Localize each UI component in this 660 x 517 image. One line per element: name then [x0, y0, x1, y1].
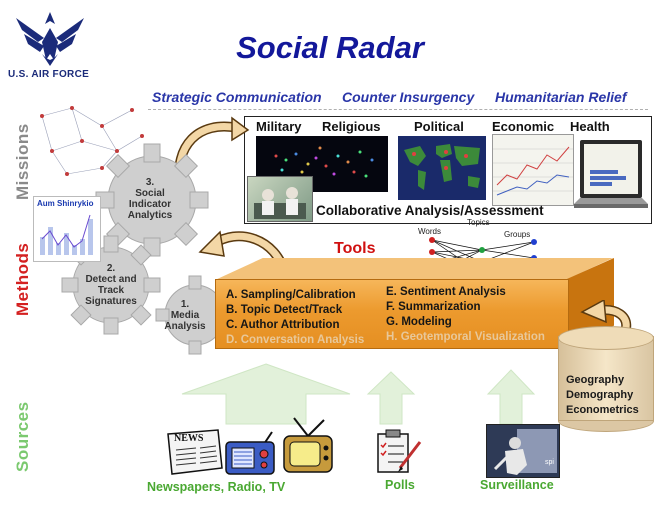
air-force-logo: [14, 8, 86, 68]
method-c: C. Author Attribution: [226, 319, 340, 331]
data-store-top: [558, 326, 654, 350]
tools-heading: Tools: [334, 240, 376, 257]
mission-strategic-communication: Strategic Communication: [152, 89, 322, 105]
tv-icon: [280, 416, 336, 476]
surveillance-photo: spi: [486, 424, 560, 478]
page-title: Social Radar: [236, 30, 424, 65]
newspaper-icon-text: NEWS: [174, 433, 204, 444]
mission-counter-insurgency: Counter Insurgency: [342, 89, 475, 105]
data-store: [558, 336, 654, 421]
poll-clipboard-icon: [374, 428, 424, 476]
up-arrow-surveillance-icon: [486, 368, 536, 426]
surveillance-photo-text: spi: [545, 459, 554, 466]
inset-chart: Aum Shinrykio: [33, 196, 101, 262]
panel-category-health: Health: [570, 119, 610, 134]
method-g: G. Modeling: [386, 316, 452, 328]
graph-label-topics: Topics: [467, 218, 490, 227]
panel-category-economic: Economic: [492, 119, 555, 134]
panel-caption: Collaborative Analysis/Assessment: [316, 203, 544, 218]
method-d: D. Conversation Analysis: [226, 334, 365, 346]
org-name: U.S. AIR FORCE: [8, 69, 90, 80]
economic-charts-image: [492, 134, 574, 206]
source-label-polls: Polls: [385, 478, 415, 492]
panel-category-political: Political: [414, 119, 464, 134]
lab-photo-image: [247, 176, 313, 222]
up-arrow-large-icon: [178, 362, 354, 426]
inset-chart-title: Aum Shinrykio: [37, 199, 94, 208]
side-label-missions: Missions: [13, 123, 32, 200]
source-label-media: Newspapers, Radio, TV: [147, 480, 286, 494]
panel-category-military: Military: [256, 119, 302, 134]
laptop-image: [574, 140, 648, 220]
side-label-methods: Methods: [13, 242, 32, 316]
method-h: H. Geotemporal Visualization: [386, 331, 545, 343]
graph-label-words: Words: [418, 227, 441, 236]
tools-box: [215, 279, 569, 349]
gear-icon: [155, 275, 235, 355]
source-label-surveillance: Surveillance: [480, 478, 554, 492]
method-e: E. Sentiment Analysis: [386, 286, 506, 298]
method-b: B. Topic Detect/Track: [226, 304, 343, 316]
tools-box-top: [215, 258, 613, 280]
air-force-wings-icon: [16, 12, 84, 66]
radio-icon: [224, 430, 276, 476]
newspaper-icon: NEWS: [162, 428, 224, 476]
data-store-geography: Geography: [566, 374, 625, 386]
mission-humanitarian-relief: Humanitarian Relief: [495, 89, 627, 105]
data-store-demography: Demography: [566, 389, 634, 401]
side-label-sources: Sources: [13, 401, 32, 472]
network-graph-image: [32, 96, 152, 182]
world-map-image: [398, 136, 486, 200]
graph-label-groups: Groups: [504, 230, 531, 239]
gear-media-analysis: [152, 272, 238, 358]
method-a: A. Sampling/Calibration: [226, 289, 356, 301]
up-arrow-polls-icon: [366, 370, 416, 426]
data-store-econometrics: Econometrics: [566, 404, 639, 416]
mission-divider: [148, 109, 648, 110]
method-f: F. Summarization: [386, 301, 481, 313]
panel-category-religious: Religious: [322, 119, 381, 134]
